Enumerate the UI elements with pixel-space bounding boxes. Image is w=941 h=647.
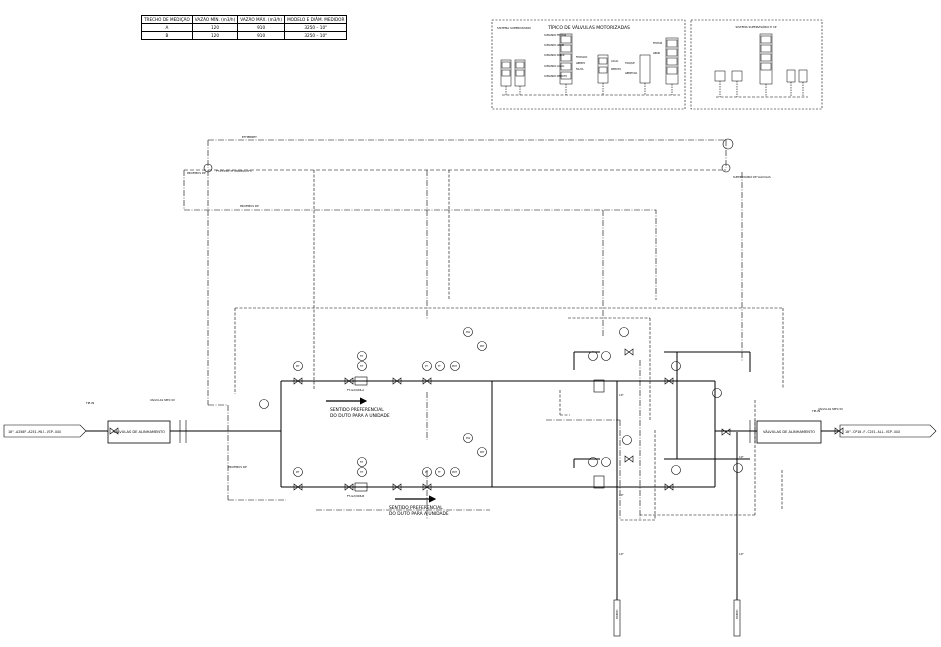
legend-cell: 3250 – 10" xyxy=(284,31,348,40)
valve-label: ABRIR xyxy=(653,52,660,55)
valve-label: FALHA xyxy=(576,68,584,71)
outlet-tag xyxy=(839,424,937,438)
valve-label: ABERTO xyxy=(576,62,585,65)
valve-label: REMOTO xyxy=(611,68,621,71)
supervisory-panel xyxy=(690,19,823,110)
main-piping xyxy=(86,351,840,600)
outlet-tie-in: TIE-IN xyxy=(811,409,820,413)
pipe-size: 10" xyxy=(739,455,745,459)
supervisory-left-label: SISTEMA SUPERVISÓRIO xyxy=(497,25,532,30)
alignment-valves-left xyxy=(107,420,171,444)
valves-panel-title: TÍPICO DE VÁLVULAS MOTORIZADAS xyxy=(547,24,630,31)
inlet-line-tag: 10"-A250F-A251-Mil-VIP-XXX xyxy=(8,430,62,434)
valve-label: COMANDO REMOTO xyxy=(544,75,567,78)
valve-label: FECHAR xyxy=(653,42,663,45)
pipe-size: 10" xyxy=(619,493,625,497)
flow-note-upper: SENTIDO PREFERENCIAL xyxy=(330,407,384,413)
drain-left xyxy=(613,599,621,637)
meter-b xyxy=(354,482,368,492)
spec-inlet: VÁLVULAS SPEC 00 xyxy=(150,397,175,402)
instrument-tag: TIT xyxy=(360,365,364,368)
instrument-tag: TT xyxy=(438,365,441,368)
instrument-bubbles xyxy=(203,138,743,477)
meter-a-tag: FT-G2/906-A xyxy=(347,388,364,392)
instrument-tag: FIT xyxy=(360,461,364,464)
instrument-tag: TIT xyxy=(360,471,364,474)
instrument-tag: TT xyxy=(438,471,441,474)
spec-outlet: VÁLVULAS SPEC 00 xyxy=(818,406,843,411)
valve-label: COMANDO PARAR xyxy=(544,54,565,57)
flow-arrows xyxy=(326,397,437,503)
instrument-tag: PDIT xyxy=(452,365,458,368)
supervisor-label: SUPERVISÓRIO DE VÁLVULAS xyxy=(733,174,771,179)
flow-note-lower: DO DUTO PARA A UNIDADE xyxy=(389,511,449,517)
flow-note-upper: DO DUTO PARA A UNIDADE xyxy=(330,413,390,419)
valve-block-group xyxy=(500,33,808,87)
instrument-tag: PDT xyxy=(480,451,485,454)
supervisory-right-label: SISTEMA SUPERVISÓRIO E CP xyxy=(735,24,776,29)
instrument-tag: PSV xyxy=(466,331,471,334)
inlet-tag xyxy=(3,424,87,438)
instrument-tag: PIT xyxy=(296,365,300,368)
pipe-size: 10" xyxy=(739,552,745,556)
legend-header-row: TRECHO DE MEDIÇÃO VAZÃO MÍN. (m3/h) VAZÃ… xyxy=(141,15,348,24)
instrument-tag: PDT xyxy=(480,345,485,348)
alignment-valves-right-label: VÁLVULAS DE ALINHAMENTO xyxy=(763,429,815,434)
legend-row: B 120 910 3250 – 10" xyxy=(141,31,348,40)
legend-table: TRECHO DE MEDIÇÃO VAZÃO MÍN. (m3/h) VAZÃ… xyxy=(141,15,348,40)
drain-label: DRENO xyxy=(735,610,739,619)
valve-label: LOCAL xyxy=(611,60,619,63)
profibus-label: PROFIBUS DP xyxy=(187,171,206,175)
run-valves xyxy=(109,348,844,491)
alignment-valves-right xyxy=(756,420,822,444)
valve-label: COMANDO LOCAL xyxy=(544,65,565,68)
flow-note-lower: SENTIDO PREFERENCIAL xyxy=(389,505,443,511)
ethernet-label: ETHERNET xyxy=(242,135,257,139)
pipe-size: 10" xyxy=(619,393,625,397)
valves-panel xyxy=(491,19,686,110)
meter-b-tag: FT-G2/906-B xyxy=(347,494,364,498)
inlet-tie-in: TIE-IN xyxy=(85,401,94,405)
legend-cell: 120 xyxy=(191,31,239,40)
valve-label: FECHADO xyxy=(576,56,587,59)
alignment-valves-left-label: VÁLVULAS DE ALINHAMENTO xyxy=(113,429,165,434)
instrument-tag: PSV xyxy=(466,437,471,440)
drain-right xyxy=(733,599,741,637)
instrument-tag: PDIT xyxy=(452,471,458,474)
meter-a xyxy=(354,376,368,386)
profibus-label: PROFIBUS DP xyxy=(228,465,247,469)
valve-label: COMANDO FECHAR xyxy=(544,34,567,37)
outlet-line-tag: 10"-CP10-F-C251-ALL-VIP-XXX xyxy=(845,430,901,434)
pipe-size: 10" xyxy=(619,552,625,556)
valve-label: ABERTURA xyxy=(625,72,638,75)
profibus-label: PROFIBUS DP xyxy=(240,204,259,208)
instrument-tag: FIT xyxy=(360,355,364,358)
instrument-tag: PT xyxy=(425,365,428,368)
valve-label: TORQUE xyxy=(625,62,635,65)
drain-label: DRENO xyxy=(615,610,619,619)
instrument-tag: PIT xyxy=(296,471,300,474)
valve-label: COMANDO ABRIR xyxy=(544,44,564,47)
upper-device-label: FT-PT-PDT-TT MODELO IFC xyxy=(216,169,252,173)
instrument-tag: PT xyxy=(425,471,428,474)
